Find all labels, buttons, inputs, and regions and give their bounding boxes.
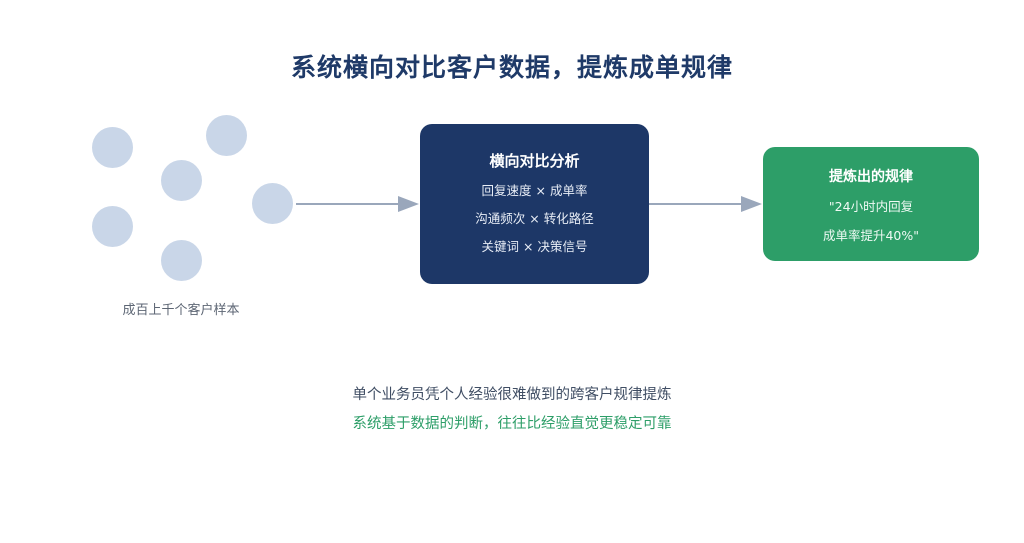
sample-dot <box>252 183 293 224</box>
analysis-line: 关键词 × 决策信号 <box>481 239 588 254</box>
diagram-title: 系统横向对比客户数据，提炼成单规律 <box>290 53 733 82</box>
sample-dot <box>92 127 133 168</box>
analysis-box-title: 横向对比分析 <box>489 152 580 170</box>
sample-label: 成百上千个客户样本 <box>122 303 240 318</box>
sample-dot <box>206 115 247 156</box>
rule-line: "24小时内回复 <box>828 199 914 214</box>
sample-dot <box>161 240 202 281</box>
sample-dot <box>161 160 202 201</box>
sample-dot <box>92 206 133 247</box>
rule-line: 成单率提升40%" <box>822 228 920 243</box>
analysis-line: 沟通频次 × 转化路径 <box>475 211 594 226</box>
analysis-line: 回复速度 × 成单率 <box>481 183 588 198</box>
rule-box: 提炼出的规律 "24小时内回复 成单率提升40%" <box>763 147 979 261</box>
arrowhead-icon <box>741 196 762 212</box>
arrowhead-icon <box>398 196 419 212</box>
rule-box-title: 提炼出的规律 <box>829 169 913 185</box>
caption-highlight: 系统基于数据的判断，往往比经验直觉更稳定可靠 <box>352 416 672 432</box>
analysis-box: 横向对比分析 回复速度 × 成单率 沟通频次 × 转化路径 关键词 × 决策信号 <box>420 124 649 284</box>
caption-primary: 单个业务员凭个人经验很难做到的跨客户规律提炼 <box>352 387 672 403</box>
